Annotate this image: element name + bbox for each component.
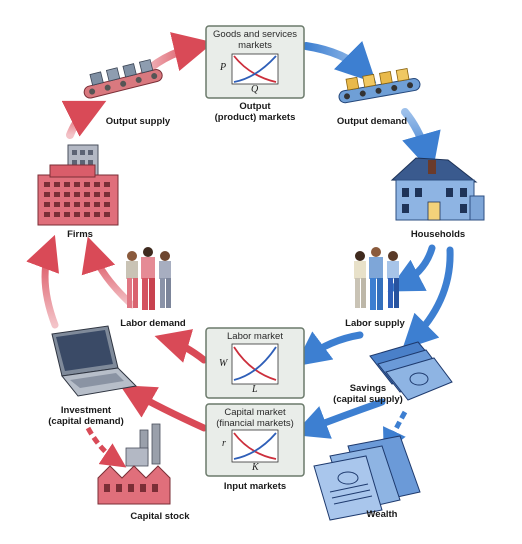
labor-market-x-axis: L [252,384,258,395]
labor-supply-label: Labor supply [345,318,405,329]
arrow-goods-to-demand [302,40,377,84]
workers-icon [126,247,171,310]
factory-icon [97,423,171,505]
arrow-labor-market-to-demand [154,329,208,364]
capital-stock-label: Capital stock [130,511,190,522]
output-markets-caption: Output (product) markets [214,101,296,123]
goods-supply-curve [233,55,277,83]
savings-label: Savings (capital supply) [333,383,403,405]
capital-demand-curve [233,432,277,460]
wealth-label: Wealth [366,509,398,520]
capital-market-title: Capital market (financial markets) [216,407,294,429]
input-markets-caption: Input markets [223,481,287,492]
labor-demand-curve [233,346,277,381]
arrow-firms-to-supply [61,100,107,139]
goods-market-x-axis: Q [251,84,259,95]
goods-market-title: Goods and services markets [213,29,297,51]
capital-supply-curve [233,432,277,460]
labor-market-y-axis: W [219,358,228,369]
output-demand-label: Output demand [336,116,408,127]
arrow-labor-supply-to-market [294,331,364,367]
arrow-households-to-labor-supply [387,244,436,292]
goods-market-y-axis: P [220,62,227,73]
capital-market-y-axis: r [222,438,226,449]
building-icon [37,144,119,226]
capital-market-x-axis: K [252,462,259,473]
investment-label: Investment (capital demand) [48,405,124,427]
households-label: Households [410,229,466,240]
labor-market-title: Labor market [227,331,283,342]
arrow-savings-to-capital [292,398,386,439]
arrow-investment-to-capital-stock [85,426,127,468]
money-icon [369,341,453,401]
conveyor-icon [338,68,421,104]
arrow-labor-demand-to-firms [81,236,136,309]
goods-demand-curve [233,55,277,83]
documents-icon [313,435,421,521]
labor-demand-label: Labor demand [120,318,186,329]
output-supply-label: Output supply [105,116,171,127]
laptop-icon [51,325,138,397]
capital-market-box [205,403,305,477]
house-icon [390,157,485,221]
firms-label: Firms [67,229,93,240]
arrow-capital-to-investment [119,385,208,432]
arrow-households-to-savings [402,246,454,350]
goods-market-box [205,25,305,99]
conveyor-icon [83,59,163,99]
workers-icon [354,247,399,310]
labor-market-box [205,327,305,399]
labor-supply-curve [233,346,277,381]
arrow-demand-to-households [401,108,441,174]
arrow-investment-to-firms [26,234,60,329]
